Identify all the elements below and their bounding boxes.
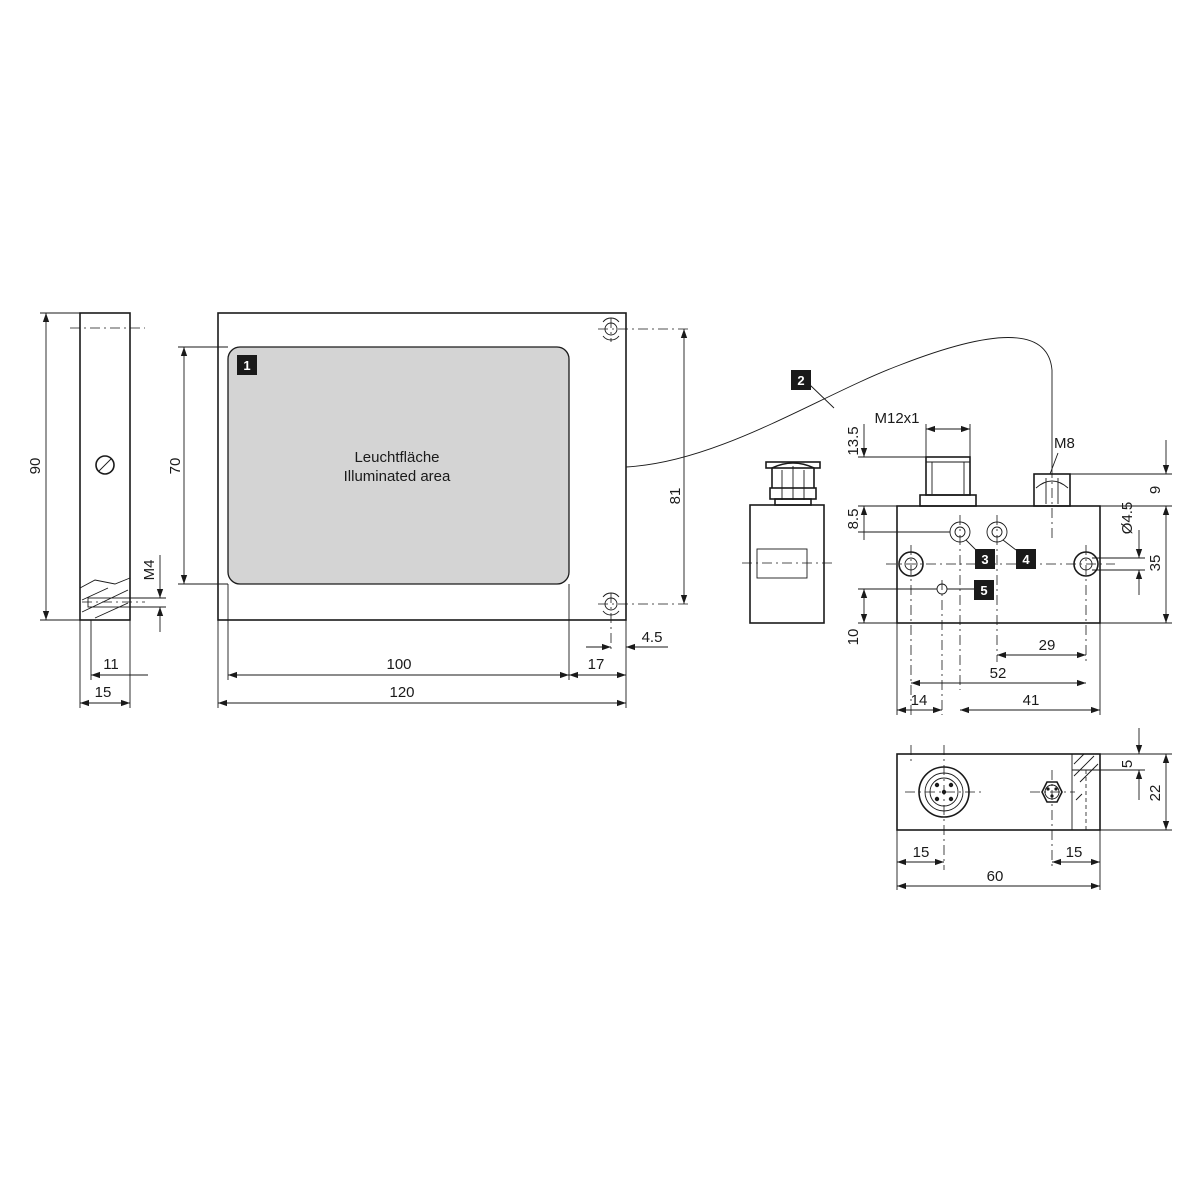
callout-3: 3: [975, 549, 995, 569]
front-view: Leuchtfläche Illuminated area 70 81 100: [167, 312, 690, 708]
illuminated-area: [227, 346, 570, 585]
svg-text:1: 1: [243, 358, 250, 373]
dim-m12: M12x1: [874, 410, 919, 427]
dim-29: 29: [1039, 637, 1056, 654]
m8-connector: [1033, 468, 1071, 540]
connector-hole-left: [898, 545, 924, 715]
connector-box-side: [749, 504, 825, 624]
mounting-hole-bottom: [598, 592, 690, 650]
connector-side-view: [742, 461, 832, 624]
dim-area-height: 70: [167, 458, 184, 475]
dim-35: 35: [1147, 555, 1164, 572]
connector-box-bottom: [896, 753, 1101, 831]
illuminated-area-label-en: Illuminated area: [344, 468, 451, 485]
dim-22: 22: [1147, 785, 1164, 802]
connector-front-view: 3 4 5 M12x1 13.5 8.5 10 M8: [845, 410, 1172, 715]
cable: 2: [625, 337, 1053, 468]
dim-front-4-5: 4.5: [642, 629, 663, 646]
dim-front-100: 100: [386, 656, 411, 673]
connector-box-front: [896, 505, 1101, 624]
dim-8-5: 8.5: [845, 509, 862, 530]
callout-2: 2: [791, 370, 811, 390]
svg-text:5: 5: [980, 583, 987, 598]
svg-text:3: 3: [981, 552, 988, 567]
side-view: 90 M4 11 15: [27, 312, 166, 708]
dim-dia-4-5: Ø4.5: [1119, 502, 1136, 535]
dim-front-120: 120: [389, 684, 414, 701]
connector-hole-right: [1073, 545, 1099, 662]
m12-socket: [905, 745, 985, 870]
cable-exit-section: [1071, 753, 1100, 830]
mounting-hole-top: [598, 317, 690, 342]
side-view-body: [79, 312, 131, 621]
dim-bottom-15-right: 15: [1066, 844, 1083, 861]
illuminated-area-label-de: Leuchtfläche: [354, 449, 439, 466]
dim-side-height: 90: [27, 458, 44, 475]
callout-1: 1: [237, 355, 257, 375]
dim-m8: M8: [1054, 435, 1075, 452]
dim-60: 60: [987, 868, 1004, 885]
dim-14: 14: [911, 692, 928, 709]
connector-bottom-view: 5 22 15 15 60: [896, 728, 1172, 890]
side-view-threaded-section: [79, 577, 145, 619]
callout-4: 4: [1016, 549, 1036, 569]
dim-bottom-15-left: 15: [913, 844, 930, 861]
m12-connector: [919, 456, 977, 507]
callout-5: 5: [974, 580, 994, 600]
svg-text:2: 2: [797, 373, 804, 388]
dim-10: 10: [845, 629, 862, 646]
front-view-body: [217, 312, 627, 621]
dim-front-17: 17: [588, 656, 605, 673]
dim-13-5: 13.5: [845, 426, 862, 455]
dim-5: 5: [1119, 760, 1136, 768]
dim-side-thread: M4: [141, 560, 158, 581]
svg-text:4: 4: [1022, 552, 1030, 567]
side-view-hole: [95, 455, 115, 475]
dim-front-81: 81: [667, 488, 684, 505]
dim-41: 41: [1023, 692, 1040, 709]
dim-9: 9: [1147, 486, 1164, 494]
dim-side-15: 15: [95, 684, 112, 701]
dim-side-11: 11: [103, 656, 119, 673]
m8-socket: [1030, 770, 1075, 870]
dim-52: 52: [990, 665, 1007, 682]
